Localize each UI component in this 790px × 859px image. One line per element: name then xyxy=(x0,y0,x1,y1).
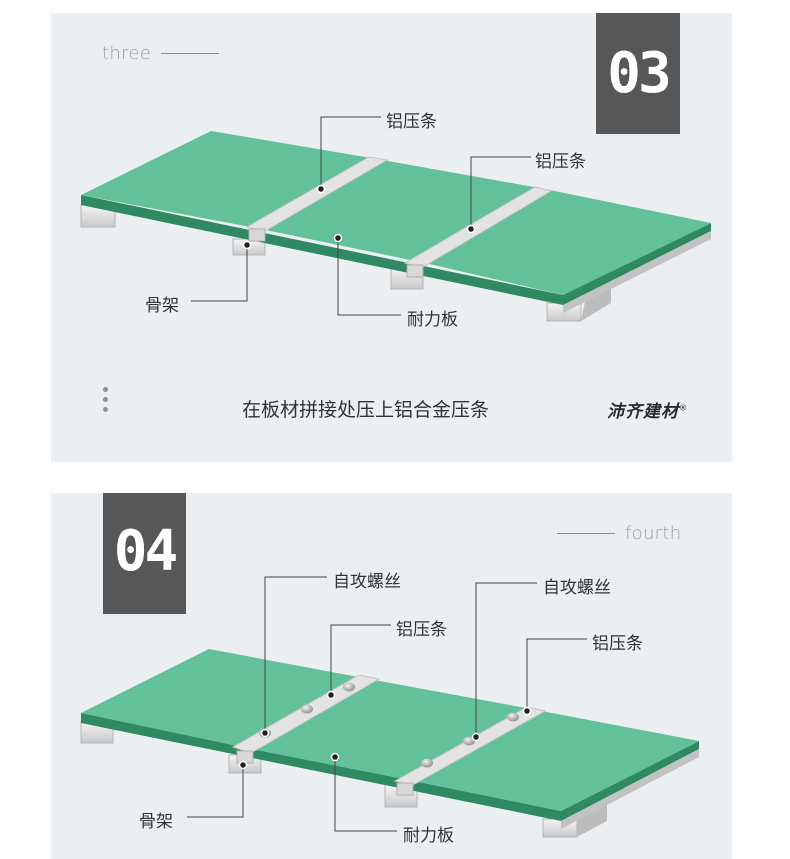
label-aluminum-strip: 铝压条 xyxy=(535,152,586,172)
marker-dot xyxy=(238,760,248,770)
marker-dot xyxy=(330,752,340,762)
marker-dot xyxy=(242,240,252,250)
registered-icon: ® xyxy=(679,403,688,413)
marker-dot xyxy=(466,224,476,234)
brand-logo: 沛齐建材® xyxy=(607,397,688,422)
step-4-illustration xyxy=(80,576,699,838)
marker-dot xyxy=(260,728,270,738)
label-self-tapping-screw: 自攻螺丝 xyxy=(543,578,611,598)
label-self-tapping-screw: 自攻螺丝 xyxy=(333,572,401,592)
label-aluminum-strip: 铝压条 xyxy=(592,634,643,654)
board-middle-sheet xyxy=(261,159,545,263)
label-aluminum-strip: 铝压条 xyxy=(386,112,437,132)
step-caption: 在板材拼接处压上铝合金压条 xyxy=(242,399,490,421)
board-right-sheet xyxy=(425,189,711,295)
label-frame: 骨架 xyxy=(139,812,173,832)
step-4-panel: 04 fourth 自攻螺丝 铝压条 自攻螺丝 铝压条 骨架 耐力板 xyxy=(51,493,732,859)
brand-name: 沛齐建材 xyxy=(607,402,679,422)
board-left-sheet xyxy=(81,649,369,749)
label-board: 耐力板 xyxy=(407,310,458,330)
step-3-panel: three 03 铝压条 铝压条 骨架 耐力板 在板材拼接处压上铝合金压条 沛齐… xyxy=(51,13,732,462)
marker-dot xyxy=(522,706,532,716)
marker-dot xyxy=(326,690,336,700)
marker-dot xyxy=(471,732,481,742)
label-frame: 骨架 xyxy=(145,296,179,316)
board-middle-sheet xyxy=(251,679,531,781)
label-board: 耐力板 xyxy=(403,826,454,846)
step-word-rule xyxy=(161,53,219,54)
board-right-sheet xyxy=(413,709,699,811)
step-word: fourth xyxy=(625,523,682,544)
label-aluminum-strip: 铝压条 xyxy=(396,620,447,640)
step-word: three xyxy=(102,43,152,64)
step-number-badge: 03 xyxy=(596,13,680,134)
marker-dot xyxy=(316,184,326,194)
step-word-rule xyxy=(557,533,615,534)
marker-dot xyxy=(333,233,343,243)
more-vertical-icon xyxy=(103,387,109,417)
step-3-illustration xyxy=(80,116,711,322)
step-number-badge: 04 xyxy=(103,493,186,614)
board-left-sheet xyxy=(81,131,377,229)
